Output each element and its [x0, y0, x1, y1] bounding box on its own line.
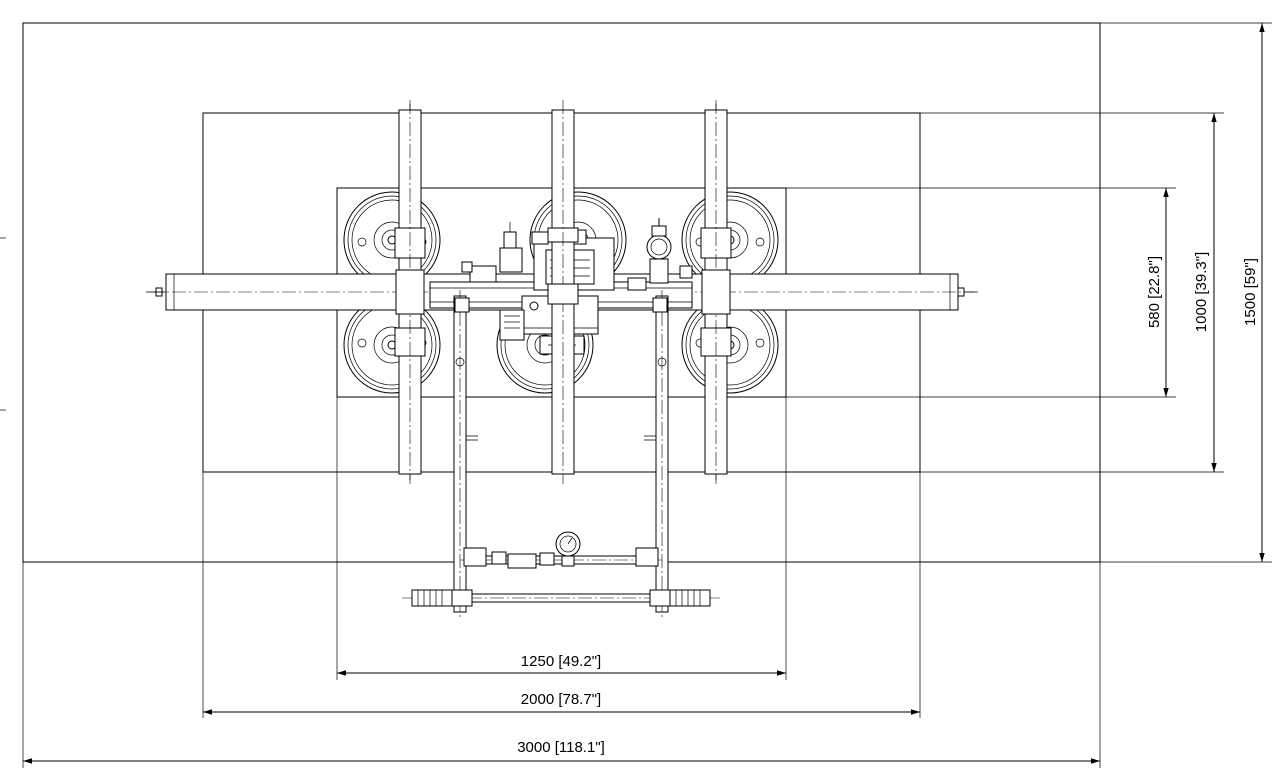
- dim-label-3000: 3000 [118.1"]: [517, 739, 605, 756]
- suction-pad: [343, 296, 441, 394]
- dim-label-1250: 1250 [49.2"]: [521, 653, 601, 670]
- cross-arm: [700, 100, 732, 484]
- handle-frame: [402, 290, 720, 620]
- dimension-labels: 1250 [49.2"] 2000 [78.7"] 3000 [118.1"] …: [517, 252, 1259, 756]
- valve-assembly: [627, 218, 693, 291]
- dim-label-2000: 2000 [78.7"]: [521, 691, 601, 708]
- dim-label-580: 580 [22.8"]: [1146, 256, 1163, 328]
- handle-grips: [411, 589, 711, 607]
- extension-lines: [0, 22, 1272, 768]
- dim-label-1500: 1500 [59"]: [1242, 258, 1259, 326]
- arm-clamps: [395, 269, 731, 315]
- dimension-lines: [23, 23, 1265, 764]
- dim-label-1000: 1000 [39.3"]: [1193, 252, 1210, 332]
